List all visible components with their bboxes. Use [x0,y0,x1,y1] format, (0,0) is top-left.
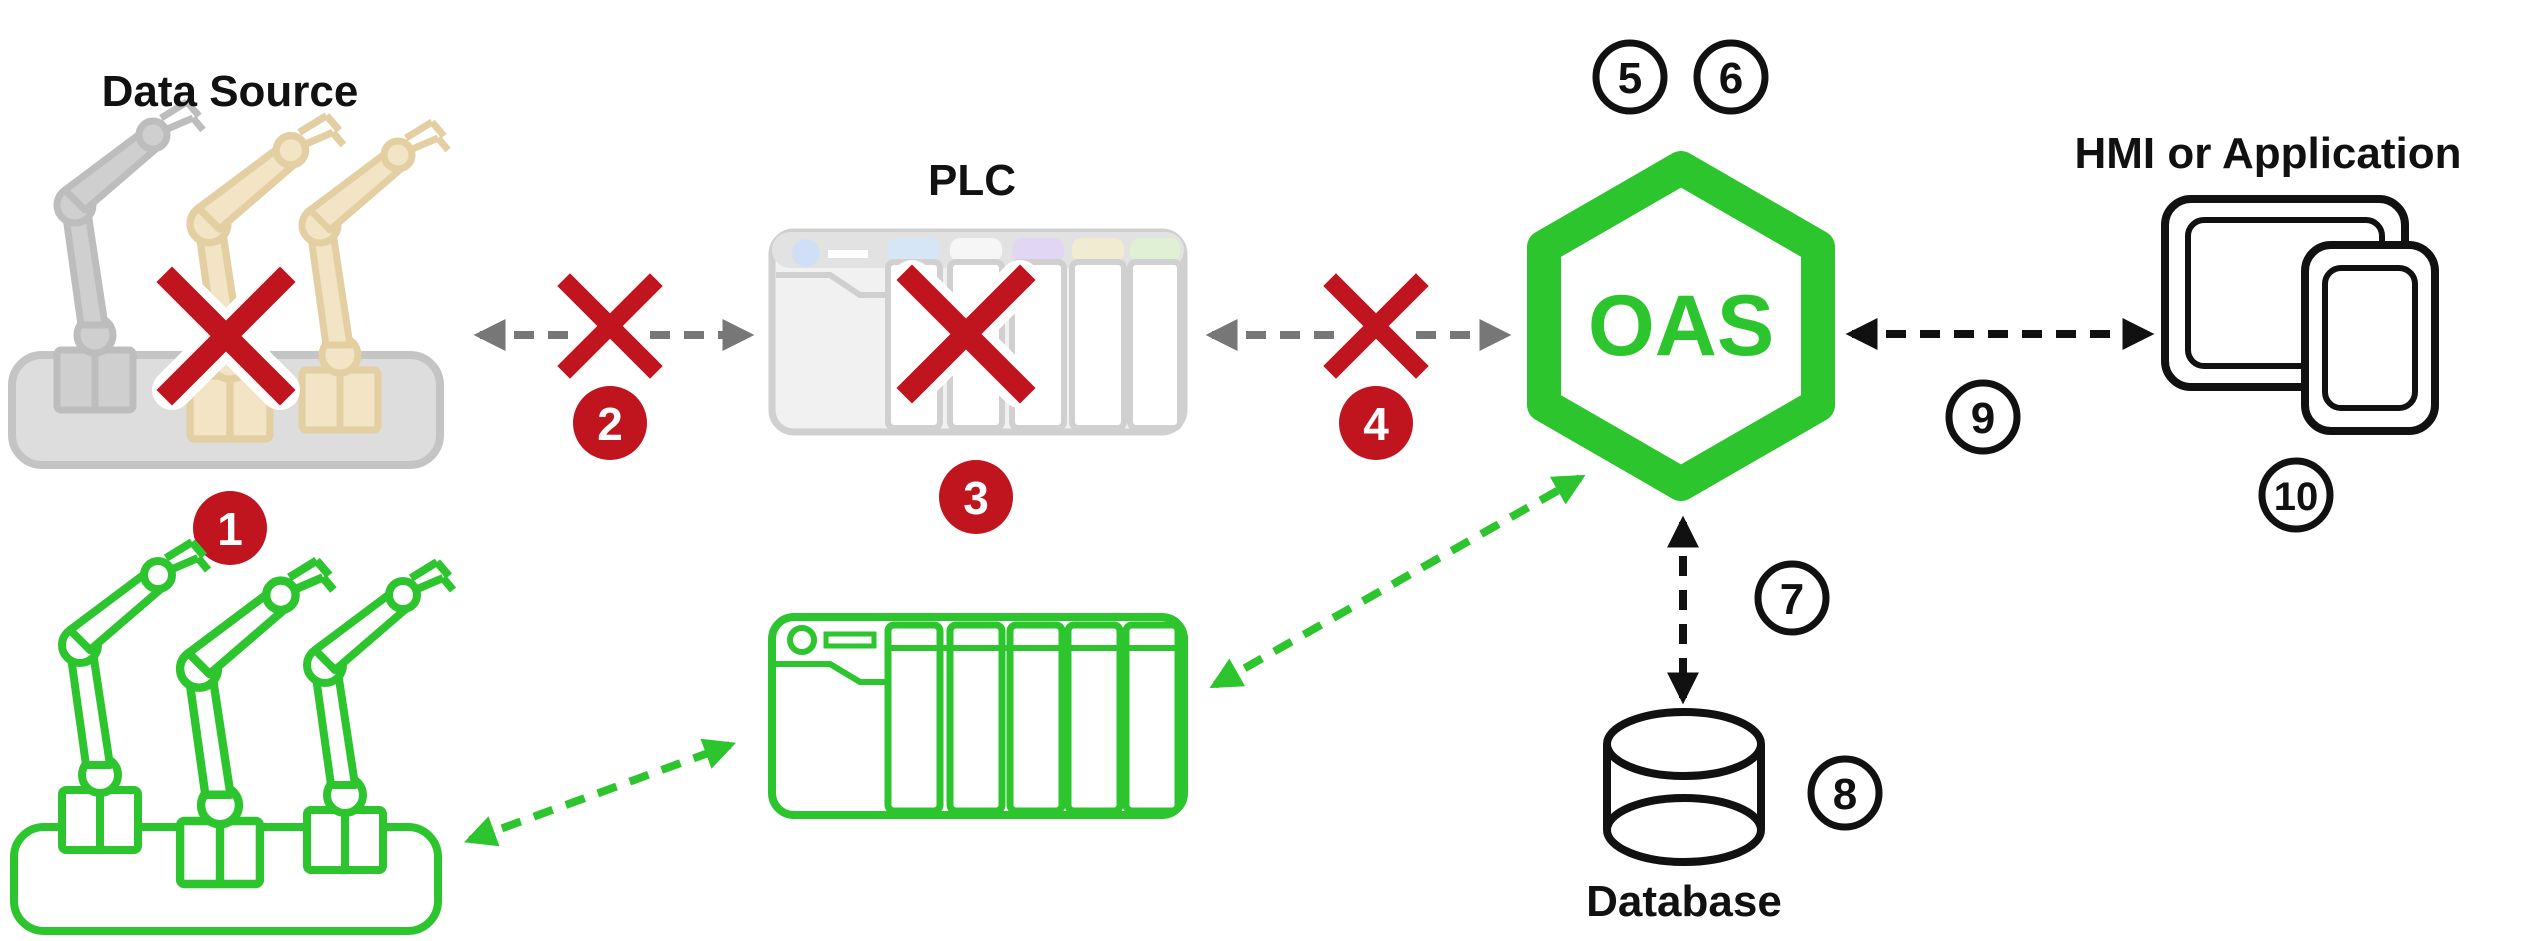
screens-icon [2161,195,2439,435]
badge-9: 9 [1945,379,2021,455]
x-mark-icon [152,262,300,410]
svg-text:5: 5 [1618,54,1642,103]
healthy-plc-icon [768,613,1188,819]
svg-text:4: 4 [1363,398,1389,450]
failed-data-source-icon [8,102,448,469]
badge-6: 6 [1693,39,1769,115]
badge-7: 7 [1754,560,1830,636]
data-source-label: Data Source [102,67,359,116]
database-cylinder-icon [1603,708,1765,866]
svg-text:3: 3 [963,472,989,524]
oas-hexagon-icon [1527,151,1835,501]
svg-text:2: 2 [597,398,623,450]
svg-text:8: 8 [1833,770,1857,819]
healthy-plc-oas-link-arrow [1209,474,1586,689]
badge-3: 3 [939,460,1013,534]
failed-plc-icon [768,228,1188,436]
svg-text:10: 10 [2274,475,2319,519]
x-mark-icon [553,269,667,383]
hmi-label: HMI or Application [2074,129,2461,178]
badge-1: 1 [193,491,267,565]
badge-10: 10 [2258,457,2334,533]
x-mark-icon [892,260,1040,408]
svg-text:1: 1 [217,503,243,555]
badge-8: 8 [1807,755,1883,831]
svg-text:9: 9 [1971,394,1995,443]
plc-label: PLC [928,156,1016,205]
healthy-data-source-icon [10,542,453,935]
badge-4: 4 [1339,386,1413,460]
x-mark-icon [1319,269,1433,383]
database-label: Database [1586,877,1782,926]
badge-2: 2 [573,386,647,460]
oas-label: OAS [1588,278,1774,374]
badge-5: 5 [1592,39,1668,115]
svg-text:7: 7 [1780,575,1804,624]
svg-text:6: 6 [1719,54,1743,103]
healthy-robot-plc-link-arrow [463,738,737,847]
